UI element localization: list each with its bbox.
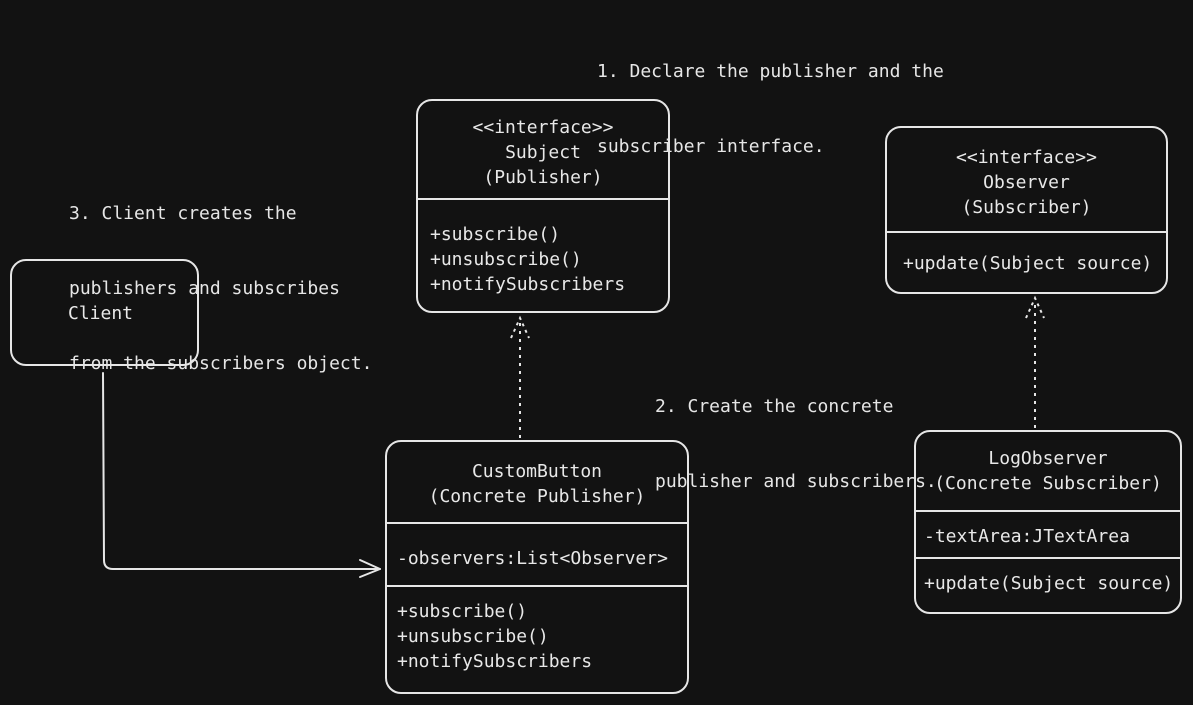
log-observer-box: LogObserver (Concrete Subscriber) -textA… — [914, 430, 1182, 614]
note-line: from the subscribers object. — [69, 353, 373, 374]
subject-header: <<interface>> Subject (Publisher) — [418, 115, 668, 190]
note-step-3: 3. Client creates the publishers and sub… — [69, 151, 372, 401]
note-line: 2. Create the concrete — [655, 396, 894, 417]
note-line: 3. Client creates the — [69, 203, 297, 224]
class-role: (Subscriber) — [961, 197, 1092, 218]
class-name: Observer — [983, 172, 1070, 193]
method: +unsubscribe() — [430, 249, 582, 270]
log-observer-fields: -textArea:JTextArea — [916, 510, 1180, 549]
subject-methods: +subscribe() +unsubscribe() +notifySubsc… — [418, 198, 668, 297]
note-line: subscriber interface. — [597, 136, 825, 157]
note-line: publishers and subscribes — [69, 278, 340, 299]
note-step-1: 1. Declare the publisher and the subscri… — [597, 9, 944, 184]
method: +subscribe() — [397, 601, 528, 622]
custom-button-methods: +subscribe() +unsubscribe() +notifySubsc… — [387, 585, 687, 674]
class-role: (Concrete Subscriber) — [934, 473, 1162, 494]
note-line: 1. Declare the publisher and the — [597, 61, 944, 82]
observer-header: <<interface>> Observer (Subscriber) — [887, 145, 1166, 220]
method: +update(Subject source) — [924, 573, 1174, 594]
observer-methods: +update(Subject source) — [887, 231, 1166, 276]
note-step-2: 2. Create the concrete publisher and sub… — [655, 344, 937, 519]
note-line: publisher and subscribers. — [655, 471, 937, 492]
log-observer-methods: +update(Subject source) — [916, 557, 1180, 596]
method: +unsubscribe() — [397, 626, 549, 647]
method: +notifySubscribers — [430, 274, 626, 295]
association-arrow-client-custombutton — [102, 372, 381, 578]
log-observer-header: LogObserver (Concrete Subscriber) — [916, 446, 1180, 496]
field: -textArea:JTextArea — [924, 526, 1130, 547]
custom-button-fields: -observers:List<Observer> — [387, 522, 687, 571]
class-name: LogObserver — [988, 448, 1108, 469]
method: +notifySubscribers — [397, 651, 593, 672]
stereotype-label: <<interface>> — [472, 117, 614, 138]
client-box: Client — [10, 259, 199, 366]
class-name: CustomButton — [471, 461, 603, 482]
subject-interface-box: <<interface>> Subject (Publisher) +subsc… — [416, 99, 670, 313]
method: +subscribe() — [430, 224, 561, 245]
realization-arrow-custombutton-subject — [510, 315, 530, 438]
custom-button-header: CustomButton (Concrete Publisher) — [387, 459, 687, 509]
stereotype-label: <<interface>> — [956, 147, 1097, 168]
class-name: Subject — [505, 142, 581, 163]
class-role: (Publisher) — [483, 167, 603, 188]
method: +update(Subject source) — [903, 253, 1153, 274]
field: -observers:List<Observer> — [397, 548, 668, 569]
class-role: (Concrete Publisher) — [428, 486, 646, 507]
custom-button-box: CustomButton (Concrete Publisher) -obser… — [385, 440, 689, 694]
realization-arrow-logobserver-observer — [1025, 295, 1045, 428]
client-label: Client — [68, 303, 134, 324]
observer-interface-box: <<interface>> Observer (Subscriber) +upd… — [885, 126, 1168, 294]
